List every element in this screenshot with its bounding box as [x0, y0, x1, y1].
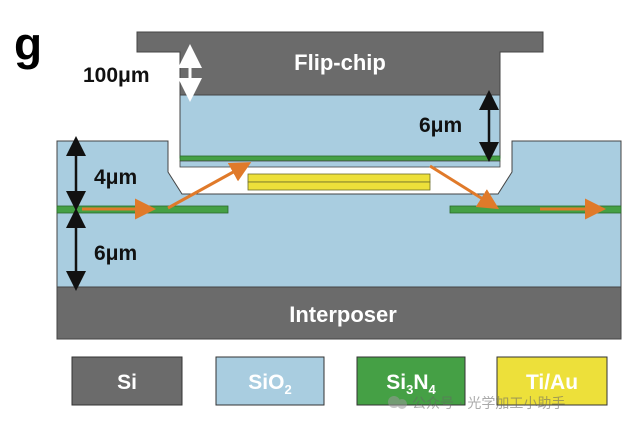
dimension-label-100um: 100μm — [83, 64, 150, 87]
interposer-si-layer — [56, 286, 622, 340]
panel-letter: g — [14, 18, 42, 70]
wechat-icon — [388, 396, 400, 408]
beam-segment-down — [429, 164, 500, 210]
legend-label-sio2: SiO2 — [248, 371, 291, 397]
legend-swatch-sio2 — [215, 356, 325, 406]
flip-chip-sio2-layer — [179, 94, 501, 159]
watermark: 公众号 · 光学加工小助手 — [388, 396, 565, 412]
interposer-label: Interposer — [289, 302, 397, 327]
legend-label-tiau: Ti/Au — [526, 371, 578, 394]
watermark-text: 公众号 · 光学加工小助手 — [412, 396, 565, 412]
legend-label-si3n4: Si3N4 — [386, 371, 436, 397]
dimension-label-4um: 4μm — [94, 166, 137, 189]
legend: Si SiO2 Si3N4 Ti/Au — [71, 356, 608, 406]
legend-label-si: Si — [117, 371, 137, 394]
flip-chip-label: Flip-chip — [294, 50, 386, 75]
dimension-label-interposer-6um: 6μm — [94, 242, 137, 265]
flip-chip-sio2-cladding — [179, 160, 501, 168]
tiau-pad-bottom — [247, 181, 431, 191]
dimension-label-flipchip-6um: 6μm — [419, 114, 462, 137]
legend-swatch-si — [71, 356, 183, 406]
tiau-pad-top — [247, 173, 431, 183]
legend-swatch-tiau — [496, 356, 608, 406]
interposer-waveguide-right — [449, 205, 622, 214]
flip-chip-waveguide — [179, 155, 501, 162]
beam-segment-up — [167, 162, 252, 210]
legend-swatch-si3n4 — [356, 356, 466, 406]
